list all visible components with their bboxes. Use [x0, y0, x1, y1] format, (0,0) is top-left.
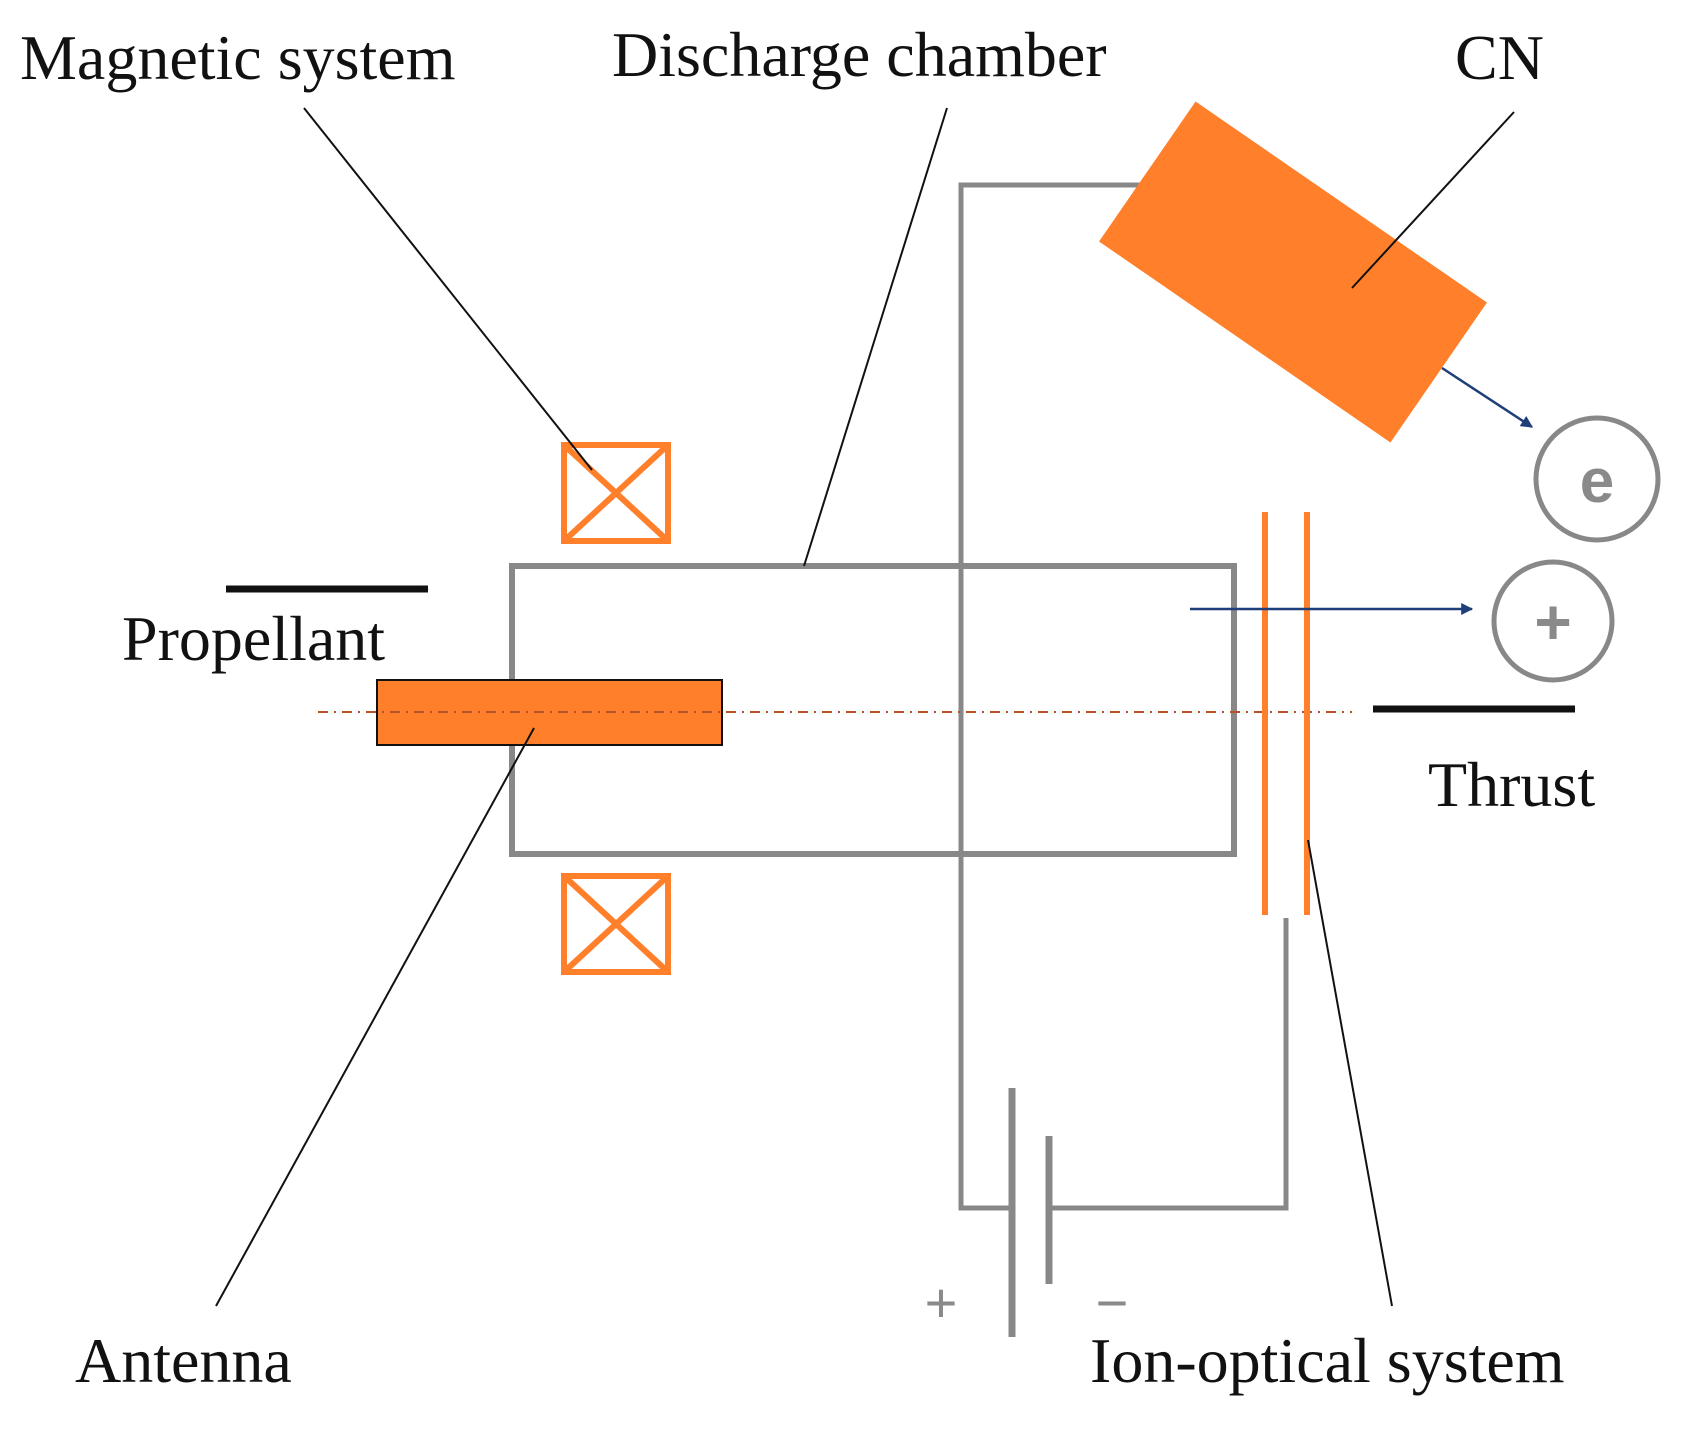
leader-antenna: [215, 727, 535, 1307]
magnetic-coil-top: [561, 442, 671, 544]
ion-particle: +: [1491, 559, 1615, 683]
battery-plus-sign: +: [925, 1271, 958, 1334]
cathode-neutralizer: [1099, 101, 1487, 443]
leader-ion-optical-system: [1307, 839, 1393, 1307]
leader-discharge-chamber: [803, 107, 948, 567]
battery-symbol: [1008, 1088, 1053, 1337]
electron-arrow: [1441, 366, 1534, 429]
label-cn: CN: [1455, 22, 1544, 93]
ion-symbol: +: [1534, 586, 1571, 658]
electron-particle: e: [1533, 415, 1661, 543]
battery-minus-sign: −: [1096, 1271, 1129, 1334]
magnetic-coil-bottom: [561, 873, 671, 975]
circuit-wire-right: [1049, 918, 1289, 1211]
electron-symbol: e: [1580, 447, 1614, 516]
antenna: [376, 679, 723, 746]
label-thrust: Thrust: [1428, 749, 1595, 820]
label-discharge-chamber: Discharge chamber: [612, 19, 1107, 90]
leader-cn: [1351, 111, 1515, 289]
circuit-wire-left: [958, 182, 1162, 1211]
label-propellant: Propellant: [122, 603, 385, 674]
leader-magnetic-system: [303, 107, 593, 471]
label-antenna: Antenna: [75, 1325, 292, 1396]
label-magnetic-system: Magnetic system: [20, 22, 455, 93]
label-ion-optical-system: Ion-optical system: [1090, 1325, 1565, 1396]
